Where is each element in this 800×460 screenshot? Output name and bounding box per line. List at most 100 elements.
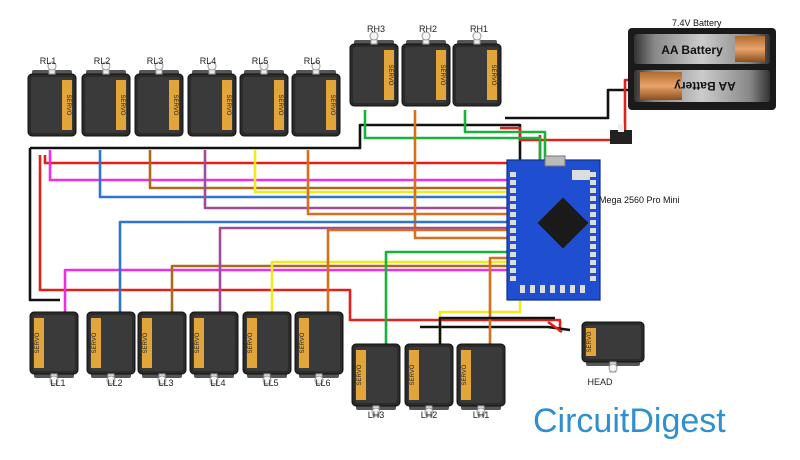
servo-label-lh1: LH1 bbox=[472, 410, 490, 420]
servo-text: SERVO bbox=[248, 332, 254, 353]
board-pin bbox=[510, 196, 516, 201]
servo-label-strip bbox=[91, 318, 101, 368]
wire-rl3 bbox=[148, 150, 520, 190]
servo-label-ll2: LL2 bbox=[107, 378, 123, 388]
board-pin bbox=[590, 244, 596, 249]
servo-label-strip bbox=[487, 50, 497, 100]
board-pin bbox=[510, 180, 516, 185]
board-pin bbox=[510, 172, 516, 177]
servo-horn-hub bbox=[472, 31, 482, 41]
servo-label-strip bbox=[142, 318, 152, 368]
servo-horn-hub bbox=[157, 375, 167, 385]
battery-cell-2-cap bbox=[640, 72, 682, 100]
battery-cell-2-text: AA Battery bbox=[674, 79, 736, 93]
servo-rh2: SERVO bbox=[401, 31, 451, 107]
servo-label-ll4: LL4 bbox=[210, 378, 226, 388]
servo-label-rl4: RL4 bbox=[199, 56, 217, 66]
servo-rl6: SERVO bbox=[291, 61, 341, 137]
wire-ll4 bbox=[218, 226, 520, 312]
servo-label-ll1: LL1 bbox=[50, 378, 66, 388]
servo-label-ll6: LL6 bbox=[315, 378, 331, 388]
servo-label-rl3: RL3 bbox=[146, 56, 164, 66]
wire-ll2 bbox=[118, 220, 520, 312]
board-pin bbox=[570, 285, 575, 293]
logo-part-1: Circuit bbox=[533, 402, 630, 440]
servo-label-strip bbox=[34, 318, 44, 368]
servo-lh3: SERVO bbox=[351, 343, 401, 417]
servo-horn-hub bbox=[608, 363, 618, 373]
servo-ll4: SERVO bbox=[189, 311, 239, 385]
servo-rh3: SERVO bbox=[349, 31, 399, 107]
servo-label-rh1: RH1 bbox=[469, 24, 489, 34]
servo-horn-hub bbox=[209, 375, 219, 385]
servo-label-rl1: RL1 bbox=[39, 56, 57, 66]
wire-gnd-left bbox=[28, 148, 60, 302]
wire-ll3 bbox=[170, 264, 520, 312]
servo-rl4: SERVO bbox=[187, 61, 237, 137]
servo-head: SERVO bbox=[581, 321, 645, 373]
wire-ll1 bbox=[63, 268, 520, 312]
servo-rl2: SERVO bbox=[81, 61, 131, 137]
wire-rl6 bbox=[306, 150, 520, 216]
servo-horn-hub bbox=[262, 375, 272, 385]
servo-label-strip bbox=[436, 50, 446, 100]
servo-horn-hub bbox=[207, 61, 217, 71]
board-pin bbox=[590, 236, 596, 241]
servo-label-strip bbox=[384, 50, 394, 100]
circuitdigest-logo: CircuitDigest bbox=[533, 402, 726, 441]
servo-ll6: SERVO bbox=[294, 311, 344, 385]
servo-label-rl5: RL5 bbox=[251, 56, 269, 66]
servo-text: SERVO bbox=[65, 95, 71, 116]
servo-text: SERVO bbox=[462, 364, 468, 385]
servo-label-strip bbox=[194, 318, 204, 368]
servo-ll5: SERVO bbox=[242, 311, 292, 385]
servo-text: SERVO bbox=[195, 332, 201, 353]
wire-rl1 bbox=[48, 150, 520, 182]
servo-horn-hub bbox=[101, 61, 111, 71]
servo-rl1: SERVO bbox=[27, 61, 77, 137]
switch-lever bbox=[618, 124, 624, 132]
mega-board bbox=[506, 155, 601, 301]
servo-label-rl2: RL2 bbox=[93, 56, 111, 66]
servo-text: SERVO bbox=[587, 331, 593, 352]
servo-label-strip bbox=[461, 350, 471, 400]
board-pin bbox=[530, 285, 535, 293]
board-pin bbox=[510, 260, 516, 265]
servo-label-strip bbox=[169, 80, 179, 130]
board-pin bbox=[590, 252, 596, 257]
board-pin bbox=[590, 180, 596, 185]
servo-label-strip bbox=[247, 318, 257, 368]
board-pin bbox=[510, 220, 516, 225]
board-pin bbox=[590, 212, 596, 217]
servo-ll3: SERVO bbox=[137, 311, 187, 385]
servo-text: SERVO bbox=[300, 332, 306, 353]
board-pin bbox=[590, 204, 596, 209]
servo-horn-hub bbox=[371, 407, 381, 417]
servo-text: SERVO bbox=[439, 65, 445, 86]
servo-label-ll3: LL3 bbox=[158, 378, 174, 388]
servo-text: SERVO bbox=[387, 65, 393, 86]
board-pin bbox=[510, 252, 516, 257]
servo-label-ll5: LL5 bbox=[263, 378, 279, 388]
servo-rl5: SERVO bbox=[239, 61, 289, 137]
servo-text: SERVO bbox=[225, 95, 231, 116]
wire-batt-pos bbox=[500, 78, 632, 142]
wire-batt-neg bbox=[505, 88, 632, 120]
servo-label-strip bbox=[116, 80, 126, 130]
servo-horn-hub bbox=[154, 61, 164, 71]
board-pin bbox=[590, 260, 596, 265]
servo-rl3: SERVO bbox=[134, 61, 184, 137]
servo-label-strip bbox=[409, 350, 419, 400]
servo-horn-hub bbox=[311, 61, 321, 71]
servo-face bbox=[585, 325, 641, 359]
servo-text: SERVO bbox=[329, 95, 335, 116]
wire-head-vcc bbox=[547, 320, 563, 334]
switch-body bbox=[610, 130, 632, 144]
servo-label-lh2: LH2 bbox=[420, 410, 438, 420]
battery-cell-1-cap bbox=[735, 36, 765, 62]
logo-part-2: Digest bbox=[629, 402, 726, 440]
servo-text: SERVO bbox=[35, 332, 41, 353]
board-pin bbox=[590, 172, 596, 177]
